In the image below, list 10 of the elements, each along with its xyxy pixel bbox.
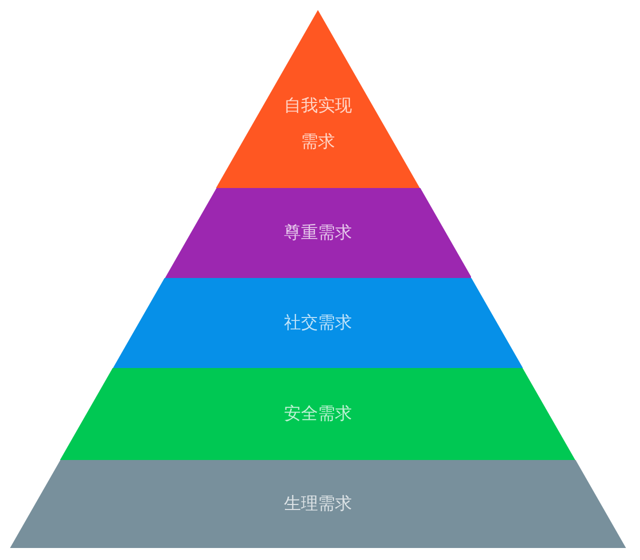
level-label: 自我实现需求 bbox=[282, 95, 353, 154]
pyramid-level bbox=[10, 460, 626, 548]
pyramid-level bbox=[164, 188, 472, 278]
level-label: 社交需求 bbox=[282, 312, 353, 334]
pyramid-level bbox=[113, 278, 523, 368]
level-label: 生理需求 bbox=[283, 493, 353, 515]
level-label: 安全需求 bbox=[282, 403, 353, 425]
level-label: 尊重需求 bbox=[282, 222, 353, 244]
pyramid-level bbox=[60, 368, 576, 460]
pyramid-level bbox=[216, 10, 420, 188]
